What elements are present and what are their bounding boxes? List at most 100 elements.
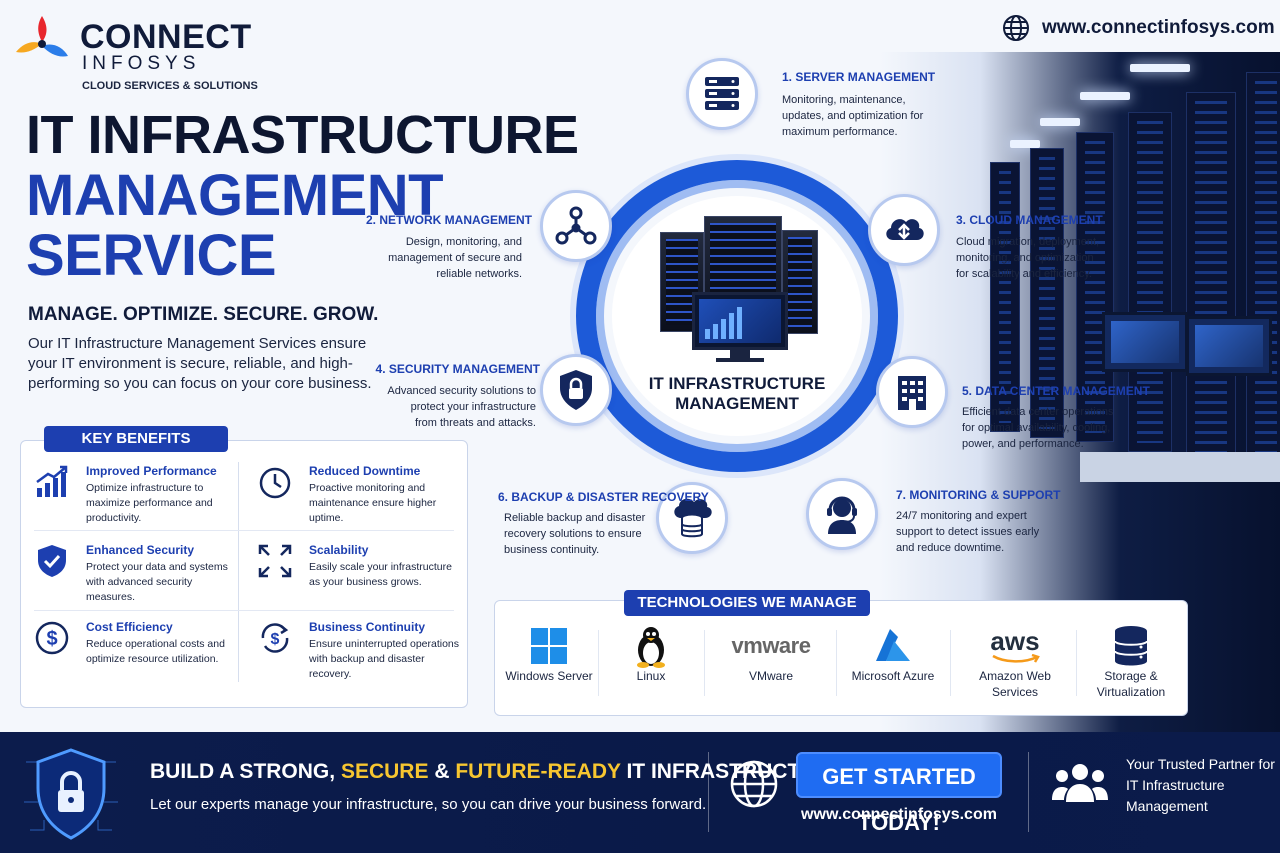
- technologies-title: TECHNOLOGIES WE MANAGE: [624, 590, 870, 616]
- tech-label: Windows Server: [505, 669, 593, 683]
- top-website-text: www.connectinfosys.com: [1042, 17, 1275, 38]
- divider: [34, 610, 454, 611]
- service-monitoring-node[interactable]: [806, 478, 878, 550]
- center-label: IT INFRASTRUCTURE MANAGEMENT: [648, 374, 826, 413]
- benefit-desc: Proactive monitoring and maintenance ens…: [309, 482, 437, 524]
- windows-logo-icon: [531, 628, 567, 664]
- divider: [238, 462, 239, 682]
- tech-label: Linux: [636, 669, 666, 683]
- people-group-icon: [1052, 764, 1108, 802]
- vmware-logo-icon: vmware: [731, 633, 811, 658]
- tech-vmware: vmware VMware: [714, 624, 828, 708]
- linux-penguin-icon: [637, 627, 665, 668]
- service-security-node[interactable]: [540, 354, 612, 426]
- headset-icon: [827, 496, 857, 534]
- brand-name: CONNECT: [80, 18, 252, 56]
- divider: [598, 630, 599, 696]
- service-title: 3. CLOUD MANAGEMENT: [956, 213, 1103, 227]
- hero-intro: Our IT Infrastructure Management Service…: [28, 335, 372, 392]
- service-network-node[interactable]: [540, 190, 612, 262]
- service-desc: Design, monitoring, and management of se…: [388, 236, 522, 280]
- benefit-title: Business Continuity: [309, 620, 426, 634]
- service-desc: Advanced security solutions to protect y…: [387, 385, 536, 429]
- tech-microsoft-azure: Microsoft Azure: [836, 624, 950, 708]
- server-room-background: [880, 52, 1280, 732]
- cloud-database-icon: [674, 498, 712, 538]
- server-stack-icon: [782, 230, 818, 334]
- tech-label: Microsoft Azure: [851, 669, 935, 683]
- svg-text:$: $: [271, 631, 280, 648]
- shield-check-icon: [38, 545, 66, 577]
- divider: [950, 630, 951, 696]
- benefit-desc: Easily scale your infrastructure as your…: [309, 561, 452, 588]
- top-website-link[interactable]: www.connectinfosys.com: [1002, 14, 1275, 42]
- service-desc: 24/7 monitoring and expert support to de…: [896, 510, 1040, 554]
- divider: [708, 752, 709, 832]
- service-title: 4. SECURITY MANAGEMENT: [375, 362, 540, 376]
- benefit-desc: Protect your data and systems with advan…: [86, 561, 228, 603]
- divider: [1028, 752, 1029, 832]
- service-title: 2. NETWORK MANAGEMENT: [366, 213, 532, 227]
- benefit-title: Enhanced Security: [86, 543, 195, 557]
- globe-icon: [1003, 15, 1029, 41]
- bar-chart-icon: [36, 465, 68, 497]
- lock-shield-icon: [560, 370, 592, 410]
- service-title: 7. MONITORING & SUPPORT: [896, 488, 1061, 502]
- service-data-center-node[interactable]: [876, 356, 948, 428]
- cloud-icon: [886, 219, 924, 240]
- azure-logo-icon: [876, 629, 910, 661]
- service-title: 5. DATA CENTER MANAGEMENT: [962, 384, 1150, 398]
- service-server-node[interactable]: [686, 58, 758, 130]
- hero-title-line3: SERVICE: [26, 223, 277, 288]
- divider: [34, 530, 454, 531]
- dollar-icon: $: [35, 621, 69, 655]
- service-title: 1. SERVER MANAGEMENT: [782, 70, 936, 84]
- benefit-desc: Ensure uninterrupted operations with bac…: [309, 638, 460, 680]
- hero-tagline: MANAGE. OPTIMIZE. SECURE. GROW.: [28, 304, 379, 325]
- tech-label: Amazon Web Services: [979, 669, 1051, 699]
- hero-title-line1: IT INFRASTRUCTURE: [26, 105, 579, 165]
- svg-text:$: $: [46, 628, 57, 650]
- dollar-refresh-icon: $: [261, 623, 289, 653]
- divider: [836, 630, 837, 696]
- monitor-icon: [692, 292, 788, 350]
- divider: [1076, 630, 1077, 696]
- footer-partner-text: Your Trusted Partner for IT Infrastructu…: [1126, 756, 1275, 814]
- database-stack-icon: [1114, 626, 1148, 666]
- service-desc: Cloud migration, deployment, monitoring,…: [956, 236, 1100, 280]
- service-desc: Monitoring, maintenance, updates, and op…: [782, 94, 924, 138]
- tech-label: VMware: [748, 669, 793, 683]
- tech-linux: Linux: [594, 624, 708, 708]
- get-started-button[interactable]: GET STARTED TODAY!: [796, 752, 1002, 835]
- service-title: 6. BACKUP & DISASTER RECOVERY: [498, 490, 709, 504]
- brand-subname: INFOSYS: [82, 53, 201, 74]
- benefit-title: Scalability: [309, 543, 369, 557]
- service-cloud-node[interactable]: [868, 194, 940, 266]
- benefit-desc: Optimize infrastructure to maximize perf…: [86, 482, 213, 524]
- brand-tagline: CLOUD SERVICES & SOLUTIONS: [82, 80, 258, 92]
- server-icon: [705, 77, 739, 110]
- tech-label: Storage & Virtualization: [1096, 669, 1166, 699]
- brand-logo-icon: [16, 16, 68, 57]
- hero-title-line2: MANAGEMENT: [26, 163, 444, 228]
- service-desc: Efficient data center operations for opt…: [962, 406, 1114, 450]
- clock-icon: [259, 467, 291, 499]
- benefit-title: Improved Performance: [86, 464, 217, 478]
- footer-website-link[interactable]: www.connectinfosys.com: [801, 806, 997, 823]
- tech-aws: aws Amazon Web Services: [958, 624, 1072, 708]
- key-benefits-title: KEY BENEFITS: [44, 426, 228, 452]
- building-icon: [898, 376, 926, 410]
- divider: [704, 630, 705, 696]
- benefit-desc: Reduce operational costs and optimize re…: [86, 638, 225, 665]
- tech-windows-server: Windows Server: [492, 624, 606, 708]
- tech-storage-virtualization: Storage & Virtualization: [1074, 624, 1188, 708]
- globe-icon: [730, 760, 778, 808]
- service-desc: Reliable backup and disaster recovery so…: [504, 512, 646, 556]
- footer-subtext: Let our experts manage your infrastructu…: [150, 796, 707, 813]
- benefit-title: Reduced Downtime: [309, 464, 421, 478]
- service-backup-node[interactable]: [656, 482, 728, 554]
- footer-banner: [0, 732, 1280, 853]
- key-benefits-panel: [20, 440, 468, 708]
- aws-logo-icon: aws: [958, 624, 1072, 668]
- expand-arrows-icon: [258, 544, 292, 578]
